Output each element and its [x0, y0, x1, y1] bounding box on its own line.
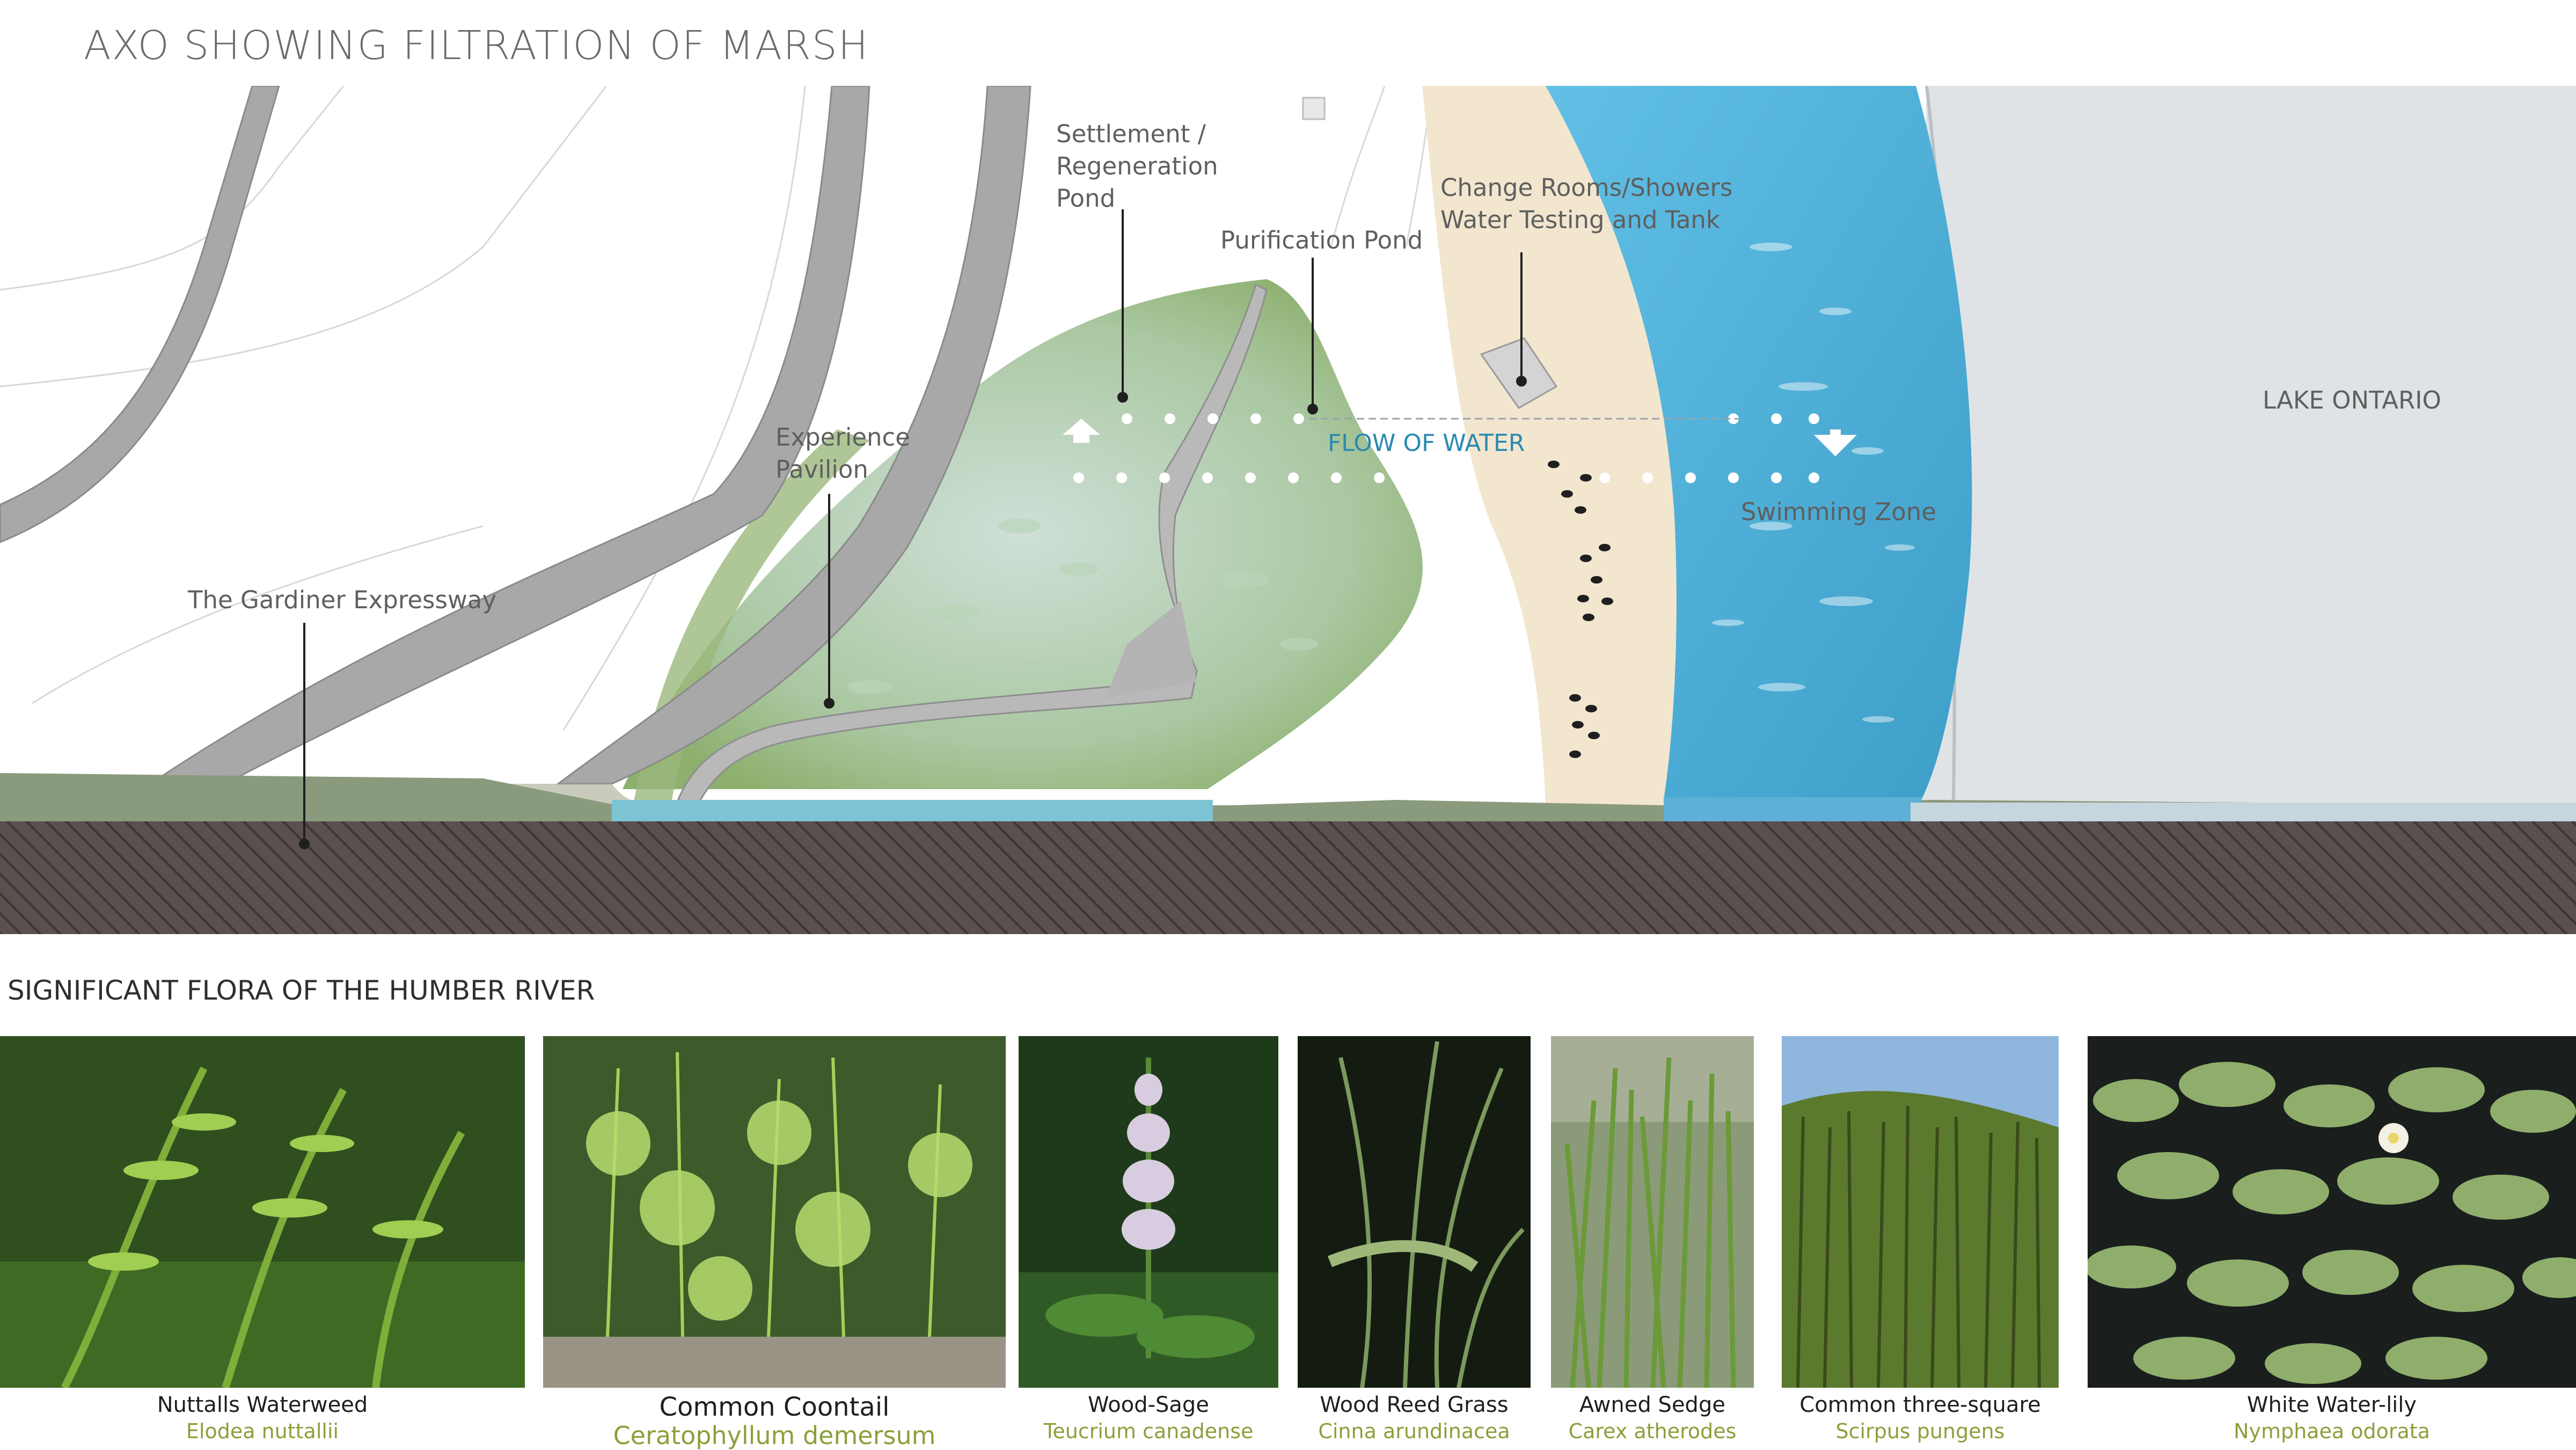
flora-common-name: Nuttalls Waterweed: [157, 1393, 368, 1417]
flora-latin-name: Ceratophyllum demersum: [613, 1421, 936, 1450]
label-flow-of-water: FLOW OF WATER: [1328, 429, 1525, 457]
flora-caption: White Water-lily Nymphaea odorata: [2088, 1391, 2576, 1444]
water-sparkles: [1712, 243, 1915, 723]
label-line: Water Testing and Tank: [1440, 206, 1720, 234]
beach-sand: [1422, 86, 1680, 805]
photo-awned-sedge: [1551, 1036, 1754, 1388]
diagram-title: AXO SHOWING FILTRATION OF MARSH: [84, 23, 869, 69]
ground-section: [0, 821, 2576, 934]
beach-people: [1548, 461, 1613, 758]
label-line: Pond: [1056, 184, 1116, 213]
label-gardiner-expressway: The Gardiner Expressway: [188, 586, 496, 614]
label-experience-pavilion: Experience Pavilion: [775, 421, 910, 486]
flora-latin-name: Scirpus pungens: [1835, 1419, 2005, 1443]
label-line: Regeneration: [1056, 152, 1218, 180]
label-line: Pavilion: [775, 455, 868, 484]
flora-caption: Nuttalls Waterweed Elodea nuttallii: [0, 1391, 525, 1444]
flora-latin-name: Teucrium canadense: [1043, 1419, 1254, 1443]
flora-latin-name: Elodea nuttallii: [186, 1419, 339, 1443]
label-purification-pond: Purification Pond: [1220, 226, 1423, 254]
flow-arrow-down: [1814, 429, 1857, 456]
change-rooms-building: [1480, 337, 1558, 409]
flora-latin-name: Cinna arundinacea: [1318, 1419, 1510, 1443]
flora-common-name: Awned Sedge: [1579, 1393, 1725, 1417]
axo-drawing: [0, 86, 2576, 934]
swimming-water: [1546, 86, 1972, 800]
lake-ontario-area: [1911, 86, 2576, 805]
flow-arrow-up: [1063, 419, 1100, 443]
photo-white-water-lily: [2088, 1036, 2576, 1388]
flora-caption: Wood Reed Grass Cinna arundinacea: [1298, 1391, 1531, 1444]
label-lake-ontario: LAKE ONTARIO: [2263, 386, 2441, 414]
leader-lines: [299, 209, 1527, 849]
label-line: Experience: [775, 423, 910, 451]
flora-latin-name: Carex atherodes: [1568, 1419, 1737, 1443]
label-swimming-zone: Swimming Zone: [1741, 498, 1936, 526]
expressway-ramps: [0, 86, 1031, 785]
flora-latin-name: Nymphaea odorata: [2234, 1419, 2430, 1443]
flora-caption: Common three-square Scirpus pungens: [1782, 1391, 2059, 1444]
flora-common-name: Common Coontail: [659, 1392, 890, 1422]
boardwalk-platform: [1106, 601, 1197, 698]
flora-common-name: Wood Reed Grass: [1320, 1393, 1509, 1417]
flora-common-name: Wood-Sage: [1088, 1393, 1209, 1417]
flora-section-title: SIGNIFICANT FLORA OF THE HUMBER RIVER: [8, 975, 595, 1006]
photo-nuttalls-waterweed: [0, 1036, 525, 1388]
photo-common-coontail: [543, 1036, 1006, 1388]
photo-common-three-square: [1782, 1036, 2059, 1388]
flora-caption: Common Coontail Ceratophyllum demersum: [543, 1391, 1006, 1448]
flora-common-name: Common three-square: [1799, 1393, 2041, 1417]
label-line: Settlement /: [1056, 120, 1206, 148]
flora-common-name: White Water-lily: [2246, 1393, 2417, 1417]
flora-caption: Awned Sedge Carex atherodes: [1551, 1391, 1754, 1444]
label-line: Change Rooms/Showers: [1440, 173, 1733, 202]
photo-wood-sage: [1019, 1036, 1278, 1388]
label-settlement-pond: Settlement / Regeneration Pond: [1056, 118, 1218, 215]
flora-caption: Wood-Sage Teucrium canadense: [1019, 1391, 1278, 1444]
photo-wood-reed-grass: [1298, 1036, 1531, 1388]
label-change-rooms: Change Rooms/Showers Water Testing and T…: [1440, 172, 1732, 236]
flow-of-water-dots: [1073, 413, 1819, 483]
